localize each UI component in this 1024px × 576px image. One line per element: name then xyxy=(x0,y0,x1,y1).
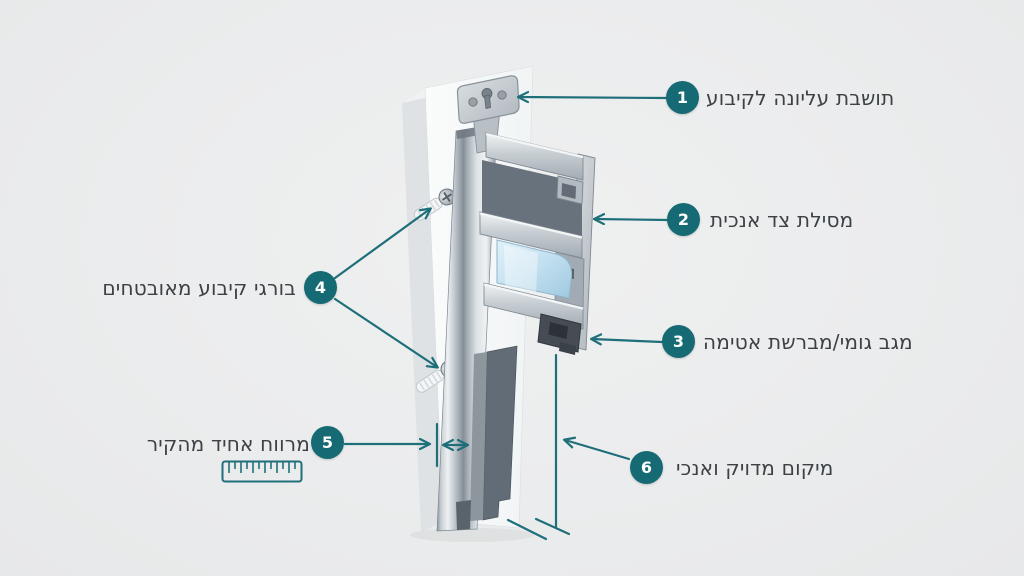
callout-1-label: תושבת עליונה לקיבוע xyxy=(706,86,895,110)
glass-panel xyxy=(496,239,573,299)
callout-1-marker: 1 xyxy=(666,81,699,114)
leader-4-bottom xyxy=(333,297,437,367)
callout-4-label: בורגי קיבוע מאובטחים xyxy=(102,276,296,300)
leader-1 xyxy=(519,97,668,98)
leader-6 xyxy=(565,440,631,461)
callout-6-label: מיקום מדויק ואנכי xyxy=(676,456,834,480)
callout-5-marker: 5 xyxy=(311,426,344,459)
callout-5-label: מרווח אחיד מהקיר xyxy=(146,432,310,456)
leader-2 xyxy=(595,219,669,220)
callout-3-label: מגב גומי/מברשת אטימה xyxy=(703,330,913,354)
callout-3-marker: 3 xyxy=(662,325,695,358)
leader-4-top xyxy=(333,209,430,280)
annotation-lines xyxy=(333,97,669,541)
dimension-diagonal-tick-right xyxy=(534,517,571,536)
bracket-hole-right xyxy=(497,90,507,100)
rubber-seal xyxy=(537,313,582,355)
dimension-diagonal-tick-left xyxy=(506,518,548,541)
leader-3 xyxy=(592,339,664,342)
mounting-bracket xyxy=(456,75,520,154)
rail-cross-section xyxy=(479,132,596,355)
bracket-keyhole xyxy=(481,88,493,110)
callout-2-marker: 2 xyxy=(667,203,700,236)
ruler-icon xyxy=(221,460,303,483)
bracket-hole-left xyxy=(468,97,478,107)
callout-4-marker: 4 xyxy=(304,271,337,304)
callout-2-label: מסילת צד אנכית xyxy=(710,208,854,232)
floor-shadow xyxy=(410,528,534,542)
callout-6-marker: 6 xyxy=(630,451,663,484)
